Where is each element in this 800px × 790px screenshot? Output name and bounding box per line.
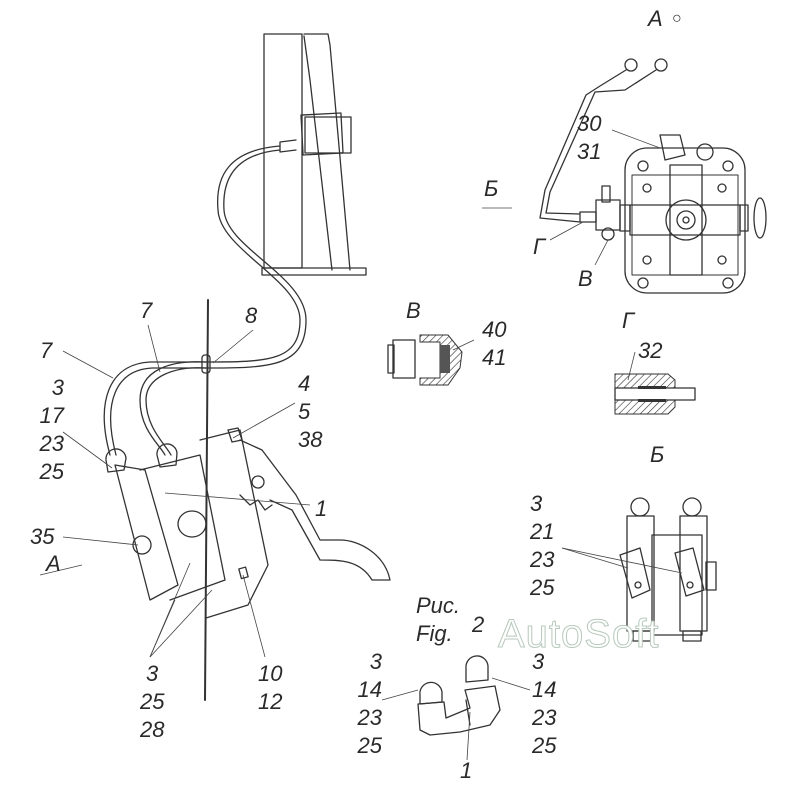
callout-text: 41 (482, 345, 507, 370)
callout-text: 23 (357, 705, 382, 730)
pedal-housing-drawing (261, 33, 367, 276)
callout-text: 10 (258, 661, 283, 686)
callout-text: 14 (532, 677, 557, 702)
callout-fig2-left: 3 14 23 25 (352, 648, 382, 760)
callout-text: 4 (298, 371, 311, 396)
callout-text: 25 (357, 733, 382, 758)
view-a-label: А (648, 6, 663, 31)
callout-pipe-7-mid: 7 (140, 298, 153, 323)
callout-text: 21 (530, 519, 555, 544)
caption-en: Fig. (416, 621, 453, 646)
callout-view-g-32: 32 (638, 338, 663, 363)
view-v-section (387, 334, 463, 386)
callout-text: 14 (357, 677, 382, 702)
callout-view-v-parts: 40 41 (482, 316, 506, 372)
callout-fig2-body-1: 1 (460, 758, 473, 783)
view-a-arrow-label: А (46, 551, 61, 576)
callout-text: 3 (532, 649, 545, 674)
view-a-marker-icon: ○ (672, 10, 682, 27)
view-g-title: Г (622, 308, 634, 333)
callout-text: 25 (532, 733, 557, 758)
callout-text: 38 (298, 427, 323, 452)
caption-ru: Рис. (416, 593, 461, 618)
callout-text: 40 (482, 317, 507, 342)
watermark: AutoSoft (497, 612, 660, 657)
view-v-pointer-label: В (578, 266, 593, 291)
view-g-pointer-label: Г (533, 234, 545, 259)
callout-text: 23 (530, 547, 555, 572)
callout-view-b-group: 3 21 23 25 (530, 490, 554, 602)
callout-text: 3 (530, 491, 543, 516)
fig2-drawing (417, 655, 501, 736)
callout-group-bracket: 10 12 (258, 660, 282, 716)
callout-text: 28 (140, 717, 165, 742)
callout-valve-body-1: 1 (315, 496, 328, 521)
callout-text: 25 (140, 689, 165, 714)
callout-group-bottom: 3 25 28 (140, 660, 164, 744)
callout-text: 3 (369, 649, 382, 674)
callout-text: 30 (577, 111, 602, 136)
figure-caption: Рис. Fig. (416, 592, 460, 648)
callout-pipe-7-left: 7 (40, 338, 53, 363)
callout-text: 23 (532, 705, 557, 730)
view-b-drawing (619, 497, 717, 642)
callout-text: 12 (258, 689, 283, 714)
callout-group-right-top: 4 5 38 (298, 370, 322, 454)
callout-clip-8: 8 (245, 303, 258, 328)
callout-text: 3 (146, 661, 159, 686)
callout-text: 17 (39, 403, 64, 428)
hose-drawing (103, 145, 307, 701)
brake-valve-assembly (105, 427, 391, 619)
callout-text: 25 (530, 575, 555, 600)
callout-tap-35: 35 (30, 524, 55, 549)
figure-number: 2 (472, 612, 485, 637)
view-b-title: Б (650, 442, 665, 467)
callout-text: 23 (39, 431, 64, 456)
leader-lines (39, 129, 683, 761)
callout-fig2-right: 3 14 23 25 (532, 648, 556, 760)
callout-text: 3 (51, 375, 64, 400)
view-a-drawing (539, 58, 767, 294)
callout-text: 5 (298, 399, 311, 424)
view-g-section (614, 373, 696, 415)
callout-text: 31 (577, 139, 602, 164)
callout-top-view-fitting: 30 31 (577, 110, 601, 166)
view-v-title: В (406, 298, 421, 323)
callout-text: 25 (39, 459, 64, 484)
callout-group-left: 3 17 23 25 (30, 374, 64, 486)
view-b-arrow-label: Б (484, 176, 499, 201)
